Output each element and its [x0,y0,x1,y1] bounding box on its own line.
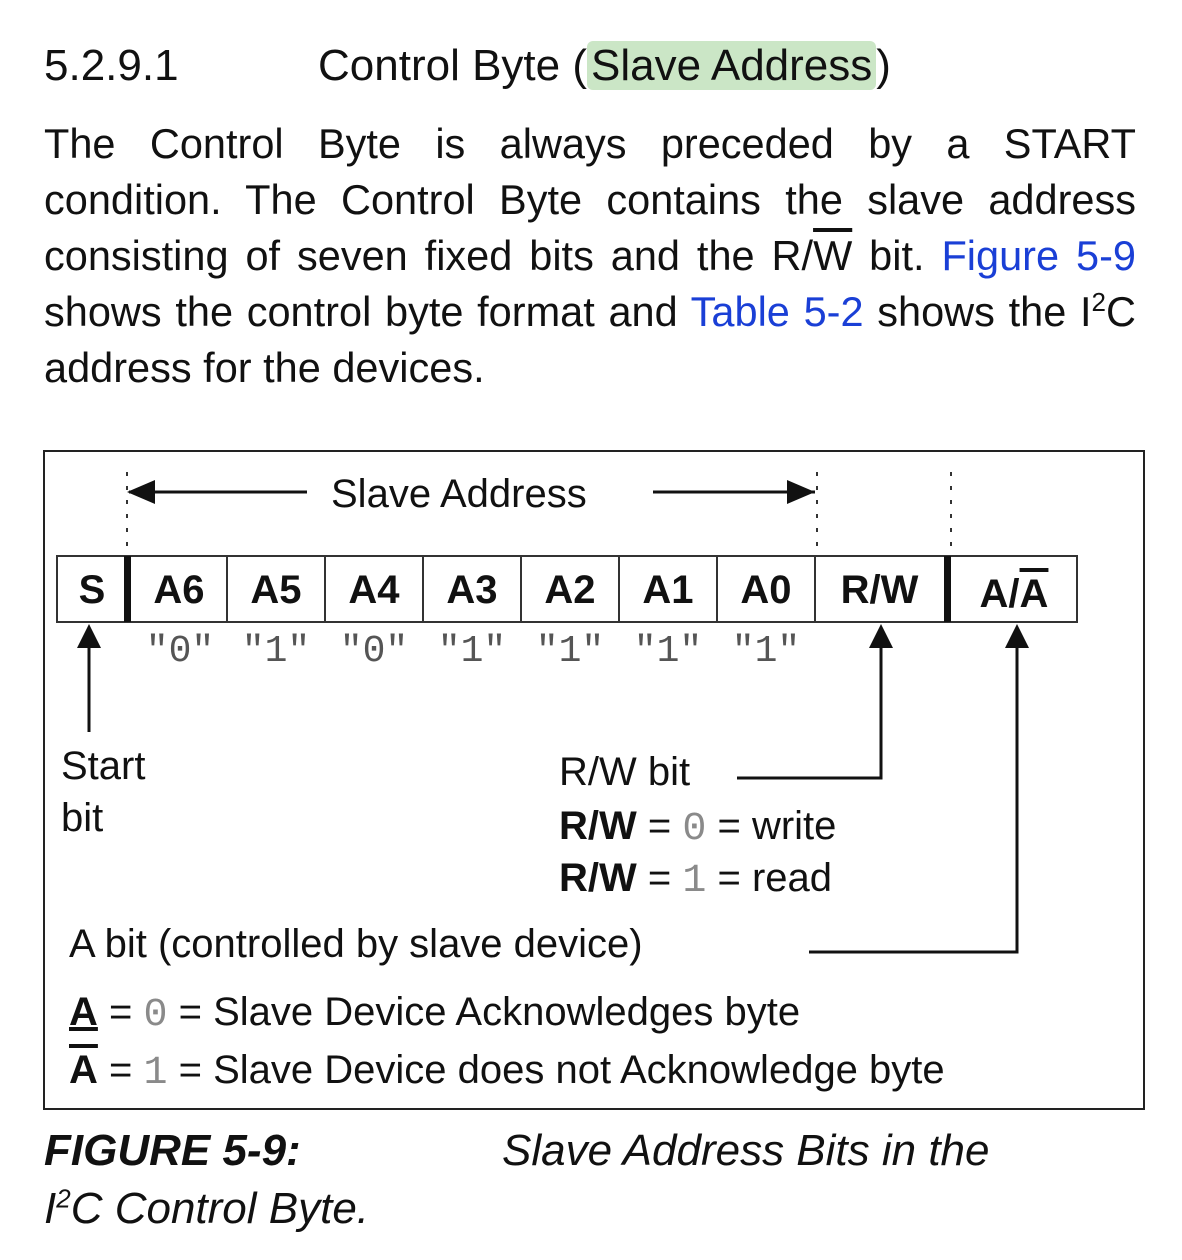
bit-value-a2: "1" [535,630,605,673]
caption-figure-label: FIGURE 5-9: [44,1126,301,1175]
section-heading: 5.2.9.1 Control Byte (Slave Address) [44,38,891,94]
rw-read-eq: = [636,856,683,900]
start-divider [124,556,131,622]
caption-text-2a: I [44,1184,57,1233]
rw-arrow-line [737,648,883,780]
a-nack-eq: = [97,1048,144,1092]
para-text-2: bit. [852,232,942,279]
a-arrow-head [1005,624,1029,648]
section-title-highlight: Slave Address [586,41,877,90]
slave-address-label: Slave Address [331,472,587,516]
a-arrow-line [809,648,1019,954]
para-text-4: shows the I [863,288,1092,335]
bit-ack: A/A [951,562,1077,626]
para-overline-w: W [813,232,853,279]
caption-text-2b: C Control Byte. [70,1184,370,1233]
bit-value-a1: "1" [633,630,703,673]
caption-superscript: 2 [56,1183,71,1214]
bit-ack-abar: A [1019,572,1049,616]
bit-value-a0: "1" [731,630,801,673]
a-nack-desc: = Slave Device does not Acknowledge byte [167,1048,945,1092]
bit-s: S [78,568,106,612]
section-number: 5.2.9.1 [44,41,179,90]
para-superscript: 2 [1091,287,1106,318]
bit-a4: A4 [348,568,400,612]
a-ack-value: 0 [143,993,168,1038]
para-text-3: shows the control byte format and [44,288,691,335]
figure-drawing [56,472,1078,954]
start-bit-line2: bit [61,796,104,840]
rw-write-eq: = [636,804,683,848]
a-ack-desc: = Slave Device Acknowledges byte [167,990,801,1034]
figure-link[interactable]: Figure 5-9 [941,232,1136,279]
rw-read-name: R/W [559,856,637,900]
bit-a6: A6 [153,568,205,612]
rw-read-value: 1 [682,859,707,904]
rw-divider [944,556,951,622]
a-nack-value: 1 [143,1051,168,1096]
a-bit-title: A bit (controlled by slave device) [69,922,643,966]
a-ack-eq: = [97,990,144,1034]
figure-box: Slave Address S A6 A5 A4 A3 A2 A1 A0 R/W… [43,450,1145,1110]
bit-rw: R/W [840,568,919,612]
para-text-5: C address for the devices. [44,288,1136,391]
para-text-1: The Control Byte is always preceded by a… [44,120,1136,279]
section-title-post: ) [876,41,891,90]
bit-row-border [56,555,1078,623]
a-nack-name: A [69,1048,98,1092]
a-nack-line: A = 1 = Slave Device does not Acknowledg… [69,1048,945,1096]
rw-read-line: R/W = 1 = read [559,856,832,904]
start-bit-line1: Start [61,744,146,788]
caption-text-1: Slave Address Bits in the [502,1126,990,1175]
rw-write-desc: = write [706,804,837,848]
table-link[interactable]: Table 5-2 [690,288,864,335]
bit-value-a5: "1" [241,630,311,673]
bit-a5: A5 [250,568,302,612]
rw-read-desc: = read [706,856,833,900]
bit-value-a6: "0" [145,630,215,673]
section-title-pre: Control Byte ( [318,41,587,90]
rw-write-line: R/W = 0 = write [559,804,836,852]
rw-write-value: 0 [682,807,707,852]
rw-arrow-head [869,624,893,648]
start-bit-label: Start bit [61,740,145,844]
bit-value-a3: "1" [437,630,507,673]
body-paragraph: The Control Byte is always preceded by a… [44,116,1136,396]
bit-ack-a: A/ [979,572,1020,616]
bit-a3: A3 [446,568,498,612]
bit-a2: A2 [544,568,596,612]
bit-a0: A0 [740,568,792,612]
rw-write-name: R/W [559,804,637,848]
figure-caption: FIGURE 5-9: Slave Address Bits in the I2C… [44,1122,1154,1238]
a-ack-line: A = 0 = Slave Device Acknowledges byte [69,990,800,1038]
bit-value-a4: "0" [339,630,409,673]
start-arrow-head [77,624,101,648]
a-ack-name: A [69,990,98,1034]
rw-bit-title: R/W bit [559,750,691,794]
bit-a1: A1 [642,568,694,612]
